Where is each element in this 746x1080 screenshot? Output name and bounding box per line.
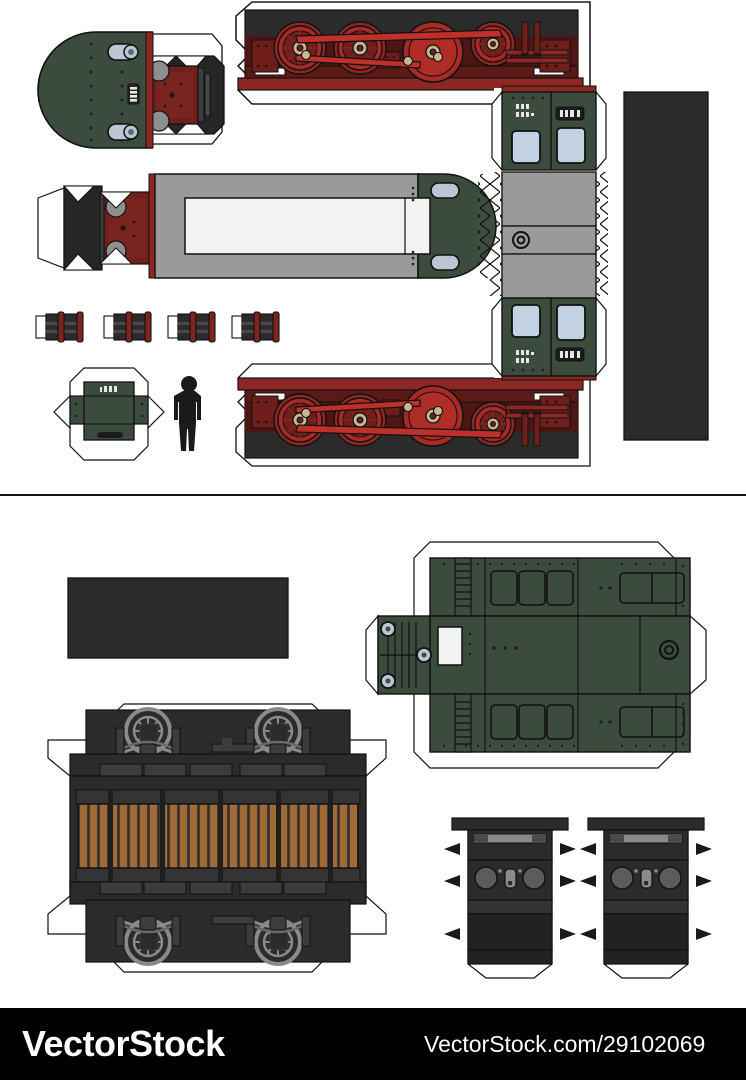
buffer-part [103,311,152,343]
part-loco-side-lower [235,363,591,467]
part-cab-roof-strip [490,85,608,381]
part-small-box-unfold [53,367,165,461]
part-black-panel-bottom [67,577,289,659]
part-loco-side-upper [235,1,591,105]
bogie-wheel-top-right [245,707,311,759]
vectorstock-url: VectorStock.com/29102069 [424,1031,706,1057]
part-scale-figure [174,376,201,451]
bogie-wheel-bottom-right [245,915,311,966]
part-tender-body-unfold [365,541,707,769]
sheet-divider [0,494,746,496]
part-loco-front-face [37,31,225,149]
buffer-part [35,311,84,343]
illustration-canvas [0,1,746,979]
part-buffers-row [35,311,280,343]
watermark-footer [0,1008,746,1080]
buffer-part [231,311,280,343]
sheet-bottom [47,541,712,979]
part-black-panel-top [623,91,709,441]
buffer-part [167,311,216,343]
sheet-top [35,1,709,467]
part-boiler-wrap [37,173,497,279]
part-tender-chassis [47,703,387,973]
bogie-wheel-bottom-left [115,915,181,966]
part-bogie-left [444,817,576,979]
vectorstock-brand: VectorStock [22,1023,225,1064]
part-bogie-right [580,817,712,979]
bogie-wheel-top-left [115,707,181,759]
